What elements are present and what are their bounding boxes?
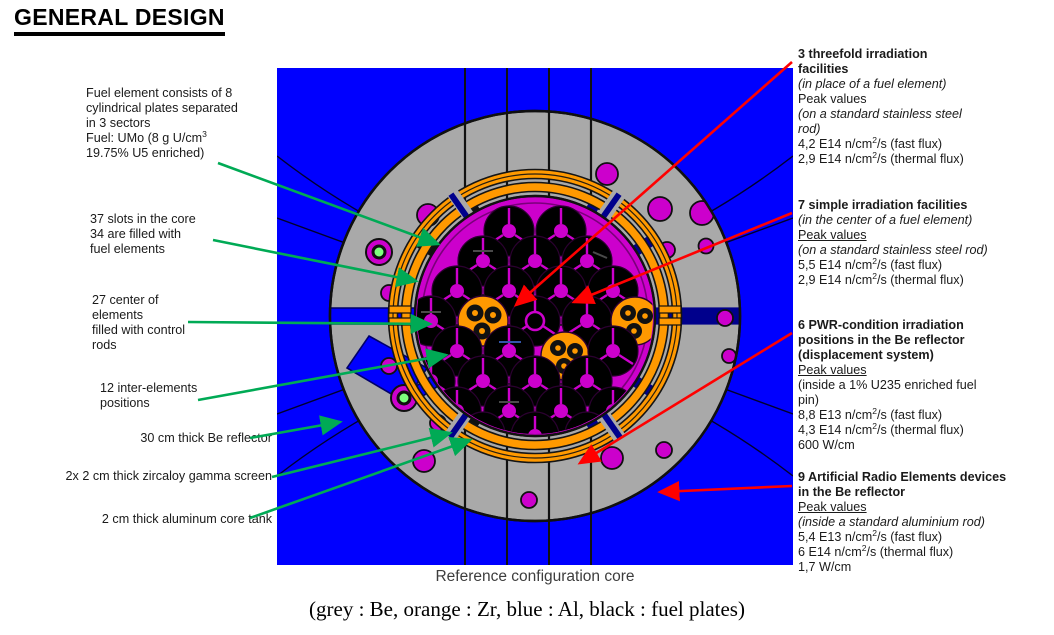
- annotation-subtitle: (in the center of a fuel element): [798, 212, 973, 227]
- annotation-subtitle: (in place of a fuel element): [798, 76, 947, 91]
- annotation-line: rods: [92, 337, 117, 352]
- annotation-value: 2,9 E14 n/cm2/s (thermal flux): [798, 149, 1030, 167]
- annotation-peak-label: Peak values: [798, 363, 1030, 378]
- annotation-gamma-screen: 2x 2 cm thick zircaloy gamma screen: [22, 469, 272, 484]
- annotation-inter-elements: 12 inter-elements positions: [100, 381, 290, 411]
- annotation-peak-label: Peak values: [798, 91, 867, 106]
- annotation-heading: (displacement system): [798, 347, 934, 362]
- annotation-be-reflector: 30 cm thick Be reflector: [42, 431, 272, 446]
- legend-caption: (grey : Be, orange : Zr, blue : Al, blac…: [309, 597, 745, 621]
- annotation-value: 1,7 W/cm: [798, 559, 852, 574]
- annotation-line: filled with control: [92, 322, 186, 337]
- value-prefix: 8,8 E13 n/cm: [798, 407, 873, 422]
- reactor-core-diagram: [277, 68, 793, 565]
- superscript: 2: [872, 270, 877, 281]
- annotation-value: 2,9 E14 n/cm2/s (thermal flux): [798, 270, 1034, 288]
- annotation-subtitle: (on a standard stainless steel rod): [798, 242, 988, 257]
- annotation-line: Fuel element consists of 8: [86, 86, 233, 100]
- annotation-heading: 7 simple irradiation facilities: [798, 198, 968, 212]
- annotation-value: 5,4 E13 n/cm2/s (fast flux): [798, 527, 1048, 545]
- value-suffix: /s (fast flux): [876, 529, 943, 544]
- annotation-subtitle: (inside a 1% U235 enriched fuel: [798, 377, 977, 392]
- value-prefix: 4,3 E14 n/cm: [798, 422, 873, 437]
- peak-values-underlined: Peak values: [798, 362, 867, 377]
- value-prefix: 4,2 E14 n/cm: [798, 136, 873, 151]
- diagram-caption: Reference configuration core: [435, 568, 635, 585]
- superscript: 2: [872, 420, 877, 431]
- value-suffix: /s (fast flux): [876, 136, 943, 151]
- annotation-heading: 6 PWR-condition irradiation: [798, 318, 964, 332]
- annotation-line: 27 center of: [92, 293, 159, 307]
- page-title: GENERAL DESIGN: [14, 4, 225, 37]
- annotation-line: cylindrical plates separated: [86, 100, 238, 115]
- annotation-value: 5,5 E14 n/cm2/s (fast flux): [798, 255, 1034, 273]
- annotation-heading: in the Be reflector: [798, 484, 906, 499]
- annotation-line: 2x 2 cm thick zircaloy gamma screen: [65, 469, 272, 483]
- peak-values-underlined: Peak values: [798, 499, 867, 514]
- value-prefix: 2,9 E14 n/cm: [798, 151, 873, 166]
- annotation-value: 4,3 E14 n/cm2/s (thermal flux): [798, 420, 1030, 438]
- annotation-slots-core: 37 slots in the core 34 are filled with …: [90, 212, 280, 257]
- annotation-simple-irradiation: 7 simple irradiation facilities (in the …: [798, 198, 1034, 288]
- annotation-line: 37 slots in the core: [90, 212, 196, 226]
- annotation-heading: positions in the Be reflector: [798, 332, 965, 347]
- superscript: 2: [872, 149, 877, 160]
- annotation-value: 600 W/cm: [798, 437, 855, 452]
- value-suffix: /s (fast flux): [876, 407, 943, 422]
- annotation-pwr-condition: 6 PWR-condition irradiation positions in…: [798, 318, 1030, 453]
- annotation-peak-label: Peak values: [798, 228, 1034, 243]
- annotation-line: positions: [100, 395, 150, 410]
- annotation-subtitle: (on a standard stainless steel: [798, 106, 962, 121]
- annotation-fuel-element: Fuel element consists of 8 cylindrical p…: [86, 86, 286, 161]
- annotation-line: 34 are filled with: [90, 226, 182, 241]
- annotation-line: 2 cm thick aluminum core tank: [101, 512, 272, 526]
- annotation-line: elements: [92, 307, 144, 322]
- annotation-heading: 3 threefold irradiation: [798, 47, 928, 61]
- peak-values-underlined: Peak values: [798, 227, 867, 242]
- superscript: 2: [872, 527, 877, 538]
- value-suffix: /s (thermal flux): [876, 422, 964, 437]
- annotation-core-tank: 2 cm thick aluminum core tank: [42, 512, 272, 527]
- annotation-line: fuel elements: [90, 241, 165, 256]
- annotation-subtitle: rod): [798, 121, 821, 136]
- annotation-line: 30 cm thick Be reflector: [140, 431, 272, 445]
- annotation-subtitle: (inside a standard aluminium rod): [798, 514, 985, 529]
- annotation-value: 6 E14 n/cm2/s (thermal flux): [798, 542, 1048, 560]
- value-suffix: /s (thermal flux): [866, 544, 954, 559]
- annotation-control-rods: 27 center of elements filled with contro…: [92, 293, 282, 353]
- superscript: 2: [872, 134, 877, 145]
- annotation-subtitle: pin): [798, 392, 819, 407]
- value-suffix: /s (thermal flux): [876, 272, 964, 287]
- annotation-line: 19.75% U5 enriched): [86, 145, 205, 160]
- annotation-text: Fuel: UMo (8 g U/cm: [86, 130, 203, 145]
- fuel-element: [510, 411, 560, 434]
- annotation-heading: 9 Artificial Radio Elements devices: [798, 470, 1007, 484]
- annotation-line: 12 inter-elements: [100, 381, 198, 395]
- value-prefix: 5,5 E14 n/cm: [798, 257, 873, 272]
- annotation-value: 8,8 E13 n/cm2/s (fast flux): [798, 405, 1030, 423]
- superscript: 2: [872, 255, 877, 266]
- annotation-value: 4,2 E14 n/cm2/s (fast flux): [798, 134, 1030, 152]
- annotation-artificial-radio-elements: 9 Artificial Radio Elements devices in t…: [798, 470, 1048, 575]
- value-prefix: 6 E14 n/cm: [798, 544, 862, 559]
- value-prefix: 5,4 E13 n/cm: [798, 529, 873, 544]
- annotation-threefold-irradiation: 3 threefold irradiation facilities (in p…: [798, 47, 1030, 167]
- annotation-line: in 3 sectors: [86, 115, 151, 130]
- value-prefix: 2,9 E14 n/cm: [798, 272, 873, 287]
- annotation-peak-label: Peak values: [798, 500, 1048, 515]
- value-suffix: /s (thermal flux): [876, 151, 964, 166]
- value-suffix: /s (fast flux): [876, 257, 943, 272]
- superscript: 2: [861, 542, 867, 553]
- annotation-heading: facilities: [798, 61, 849, 76]
- annotation-line: Fuel: UMo (8 g U/cm3: [86, 128, 286, 146]
- superscript: 2: [872, 405, 877, 416]
- superscript: 3: [202, 128, 207, 139]
